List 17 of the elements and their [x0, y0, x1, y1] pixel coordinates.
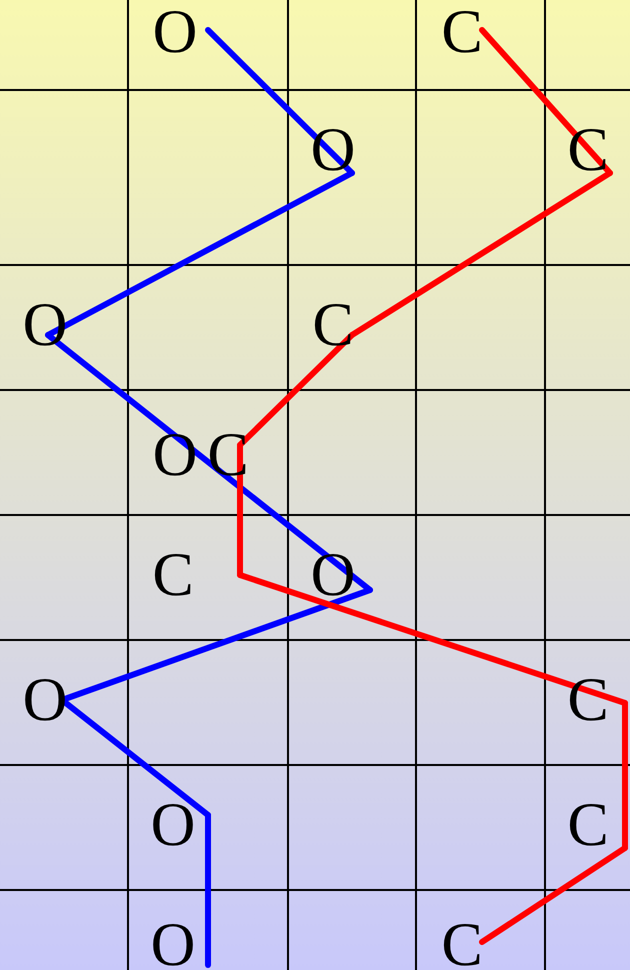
letter-label: O: [22, 294, 68, 356]
letter-label: C: [441, 914, 483, 970]
letter-label: O: [152, 424, 198, 486]
letter-label: C: [312, 294, 354, 356]
letter-label: O: [310, 544, 356, 606]
letter-label: O: [150, 914, 196, 970]
letter-label: O: [152, 1, 198, 63]
path-line: [205, 812, 211, 968]
letter-label: O: [22, 669, 68, 731]
path-line: [237, 332, 355, 448]
letter-label: C: [567, 794, 609, 856]
path-line: [45, 170, 355, 338]
letter-label: O: [150, 794, 196, 856]
letter-label: C: [152, 544, 194, 606]
path-line: [479, 845, 628, 945]
path-line: [349, 170, 613, 338]
letter-label: C: [441, 1, 483, 63]
